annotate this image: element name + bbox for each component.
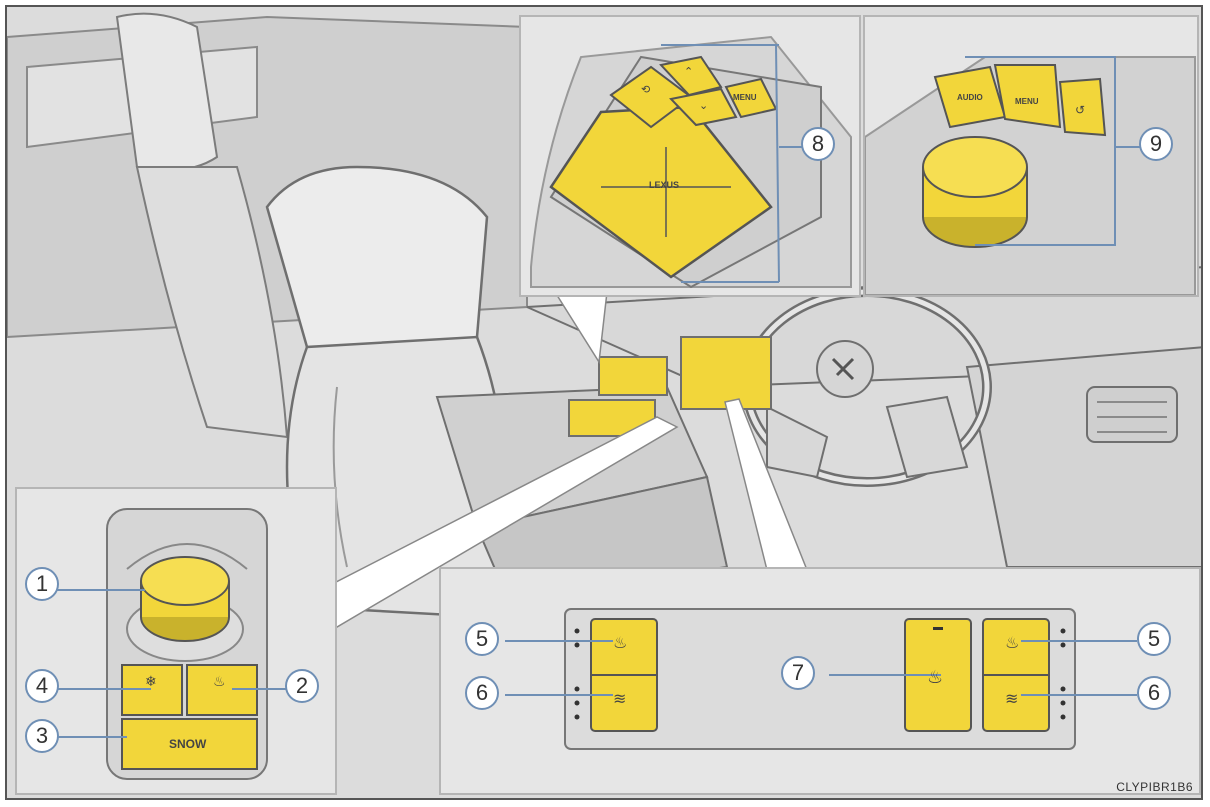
- callout-5-right: 5: [1137, 622, 1171, 656]
- callout-3: 3: [25, 719, 59, 753]
- snow-label: SNOW: [169, 737, 206, 751]
- seat-panel-drawing: [441, 569, 1199, 793]
- callout-1: 1: [25, 567, 59, 601]
- callout-6-right: 6: [1137, 676, 1171, 710]
- callout-9: 9: [1139, 127, 1173, 161]
- inset-drive-mode: ❄ ♨ SNOW: [15, 487, 337, 795]
- steering-heater-icon: ♨: [927, 667, 943, 688]
- lexus-logo-text: LEXUS: [649, 180, 679, 190]
- snow-mode-icon: ❄: [145, 673, 157, 690]
- figure-code: CLYPIBR1B6: [1116, 780, 1193, 794]
- seat-ventilation-icon: ≋: [1005, 689, 1018, 709]
- menu-small-label: MENU: [733, 93, 757, 102]
- callout-4: 4: [25, 669, 59, 703]
- menu-label: MENU: [1015, 97, 1039, 106]
- back-icon: ⟲: [641, 83, 650, 96]
- chevron-down-icon: ⌄: [699, 99, 708, 112]
- steering-heater-icon: ♨: [213, 673, 226, 690]
- callout-7: 7: [781, 656, 815, 690]
- seat-heater-icon: ♨: [613, 633, 627, 653]
- seat-heater-icon: ♨: [1005, 633, 1019, 653]
- callout-5-left: 5: [465, 622, 499, 656]
- callout-8: 8: [801, 127, 835, 161]
- seat-ventilation-icon: ≋: [613, 689, 626, 709]
- callout-2: 2: [285, 669, 319, 703]
- diagram-frame: LEXUS MENU ⟲ ⌃ ⌄ AUDIO MENU ↺: [5, 5, 1203, 800]
- inset-seat-panel: ♨ ≋ ♨ ≋ ♨: [439, 567, 1201, 795]
- callout-6-left: 6: [465, 676, 499, 710]
- chevron-up-icon: ⌃: [684, 65, 693, 78]
- return-icon: ↺: [1075, 103, 1085, 117]
- audio-label: AUDIO: [957, 93, 983, 102]
